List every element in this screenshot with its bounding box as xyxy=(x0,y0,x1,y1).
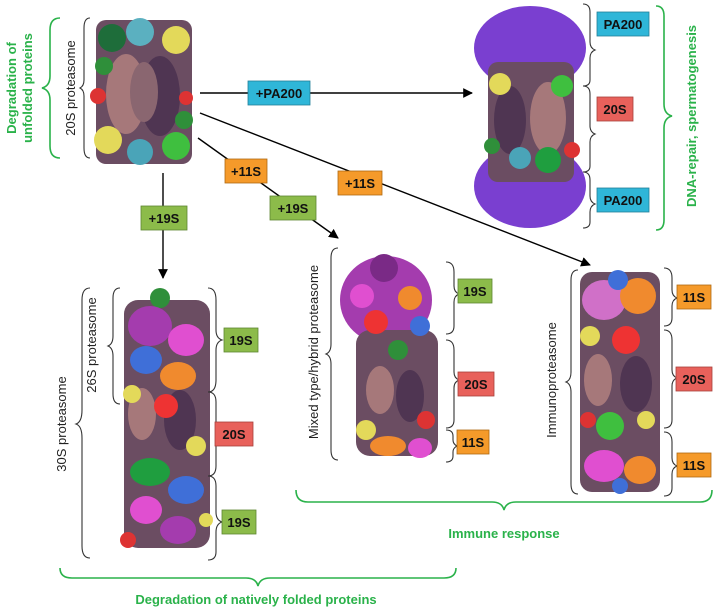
curly-brace-icon xyxy=(655,5,673,231)
svg-text:20S: 20S xyxy=(222,427,245,442)
protein-20s-structure xyxy=(90,18,193,165)
label-26s-proteasome: 26S proteasome xyxy=(84,297,99,392)
curly-brace-icon xyxy=(582,85,597,173)
protein-hybrid-structure xyxy=(340,254,438,458)
svg-text:11S: 11S xyxy=(683,290,706,305)
curly-brace-icon xyxy=(59,567,457,587)
tag-pa200-bottom: PA200 xyxy=(596,187,650,213)
svg-text:+11S: +11S xyxy=(231,164,261,179)
curly-brace-icon xyxy=(295,489,713,511)
curly-brace-icon xyxy=(582,3,597,87)
tag-20s-hybrid: 20S xyxy=(457,371,495,397)
svg-text:20S: 20S xyxy=(682,372,705,387)
svg-text:20S: 20S xyxy=(603,102,626,117)
curly-brace-icon xyxy=(582,171,597,229)
protein-pa200-20s-structure xyxy=(474,6,586,228)
bottom-label: Degradation of natively folded proteins xyxy=(135,592,376,607)
tag-plus-19s-down: +19S xyxy=(140,205,188,231)
svg-text:19S: 19S xyxy=(463,284,486,299)
curly-brace-icon xyxy=(41,17,61,159)
svg-text:+11S: +11S xyxy=(345,176,375,191)
svg-text:PA200: PA200 xyxy=(604,17,643,32)
svg-text:19S: 19S xyxy=(227,515,250,530)
svg-text:PA200: PA200 xyxy=(604,193,643,208)
svg-text:+19S: +19S xyxy=(278,201,309,216)
label-hybrid-proteasome: Mixed type/hybrid proteasome xyxy=(306,265,321,439)
tag-11s-immuno-bottom: 11S xyxy=(676,452,712,478)
curly-brace-icon xyxy=(445,261,461,335)
tag-plus-11s-near: +11S xyxy=(224,158,268,184)
right-label: DNA-repair, spermatogenesis xyxy=(684,25,699,207)
curly-brace-icon xyxy=(445,429,459,463)
label-30s-proteasome: 30S proteasome xyxy=(54,376,69,471)
curly-brace-icon xyxy=(663,431,679,497)
tag-plus-pa200: +PA200 xyxy=(247,80,311,106)
curly-brace-icon xyxy=(663,329,679,429)
right-arrow-icon xyxy=(199,112,591,267)
right-arrow-icon xyxy=(197,137,339,239)
tag-19s-left-bottom: 19S xyxy=(221,509,257,535)
left-label-line2: unfolded proteins xyxy=(20,33,35,143)
tag-20s-immuno: 20S xyxy=(675,366,713,392)
tag-20s-left: 20S xyxy=(214,421,254,447)
curly-brace-icon xyxy=(207,287,224,393)
svg-text:19S: 19S xyxy=(229,333,252,348)
protein-immuno-structure xyxy=(580,270,660,494)
tag-plus-19s-right: +19S xyxy=(269,195,317,221)
tag-19s-hybrid: 19S xyxy=(457,278,493,304)
curly-brace-icon xyxy=(74,287,91,559)
left-label-line1: Degradation of xyxy=(4,41,19,133)
tag-pa200-top: PA200 xyxy=(596,11,650,37)
curly-brace-icon xyxy=(663,267,679,327)
curly-brace-icon xyxy=(106,287,121,405)
tag-plus-11s-far: +11S xyxy=(337,170,383,196)
svg-text:20S: 20S xyxy=(464,377,487,392)
curly-brace-icon xyxy=(445,339,461,429)
tag-20s-top-right: 20S xyxy=(596,96,634,122)
immune-label: Immune response xyxy=(448,526,559,541)
tag-19s-left-top: 19S xyxy=(223,327,259,353)
curly-brace-icon xyxy=(324,247,339,461)
svg-text:11S: 11S xyxy=(462,435,485,450)
label-immunoproteasome: Immunoproteasome xyxy=(544,322,559,438)
label-20s-proteasome: 20S proteasome xyxy=(63,40,78,135)
svg-text:+PA200: +PA200 xyxy=(256,86,302,101)
svg-text:11S: 11S xyxy=(683,458,706,473)
tag-11s-immuno-top: 11S xyxy=(676,284,712,310)
curly-brace-icon xyxy=(78,17,91,159)
curly-brace-icon xyxy=(564,269,579,495)
tag-11s-hybrid: 11S xyxy=(456,429,490,455)
svg-text:+19S: +19S xyxy=(149,211,180,226)
protein-30s-structure xyxy=(120,288,213,548)
